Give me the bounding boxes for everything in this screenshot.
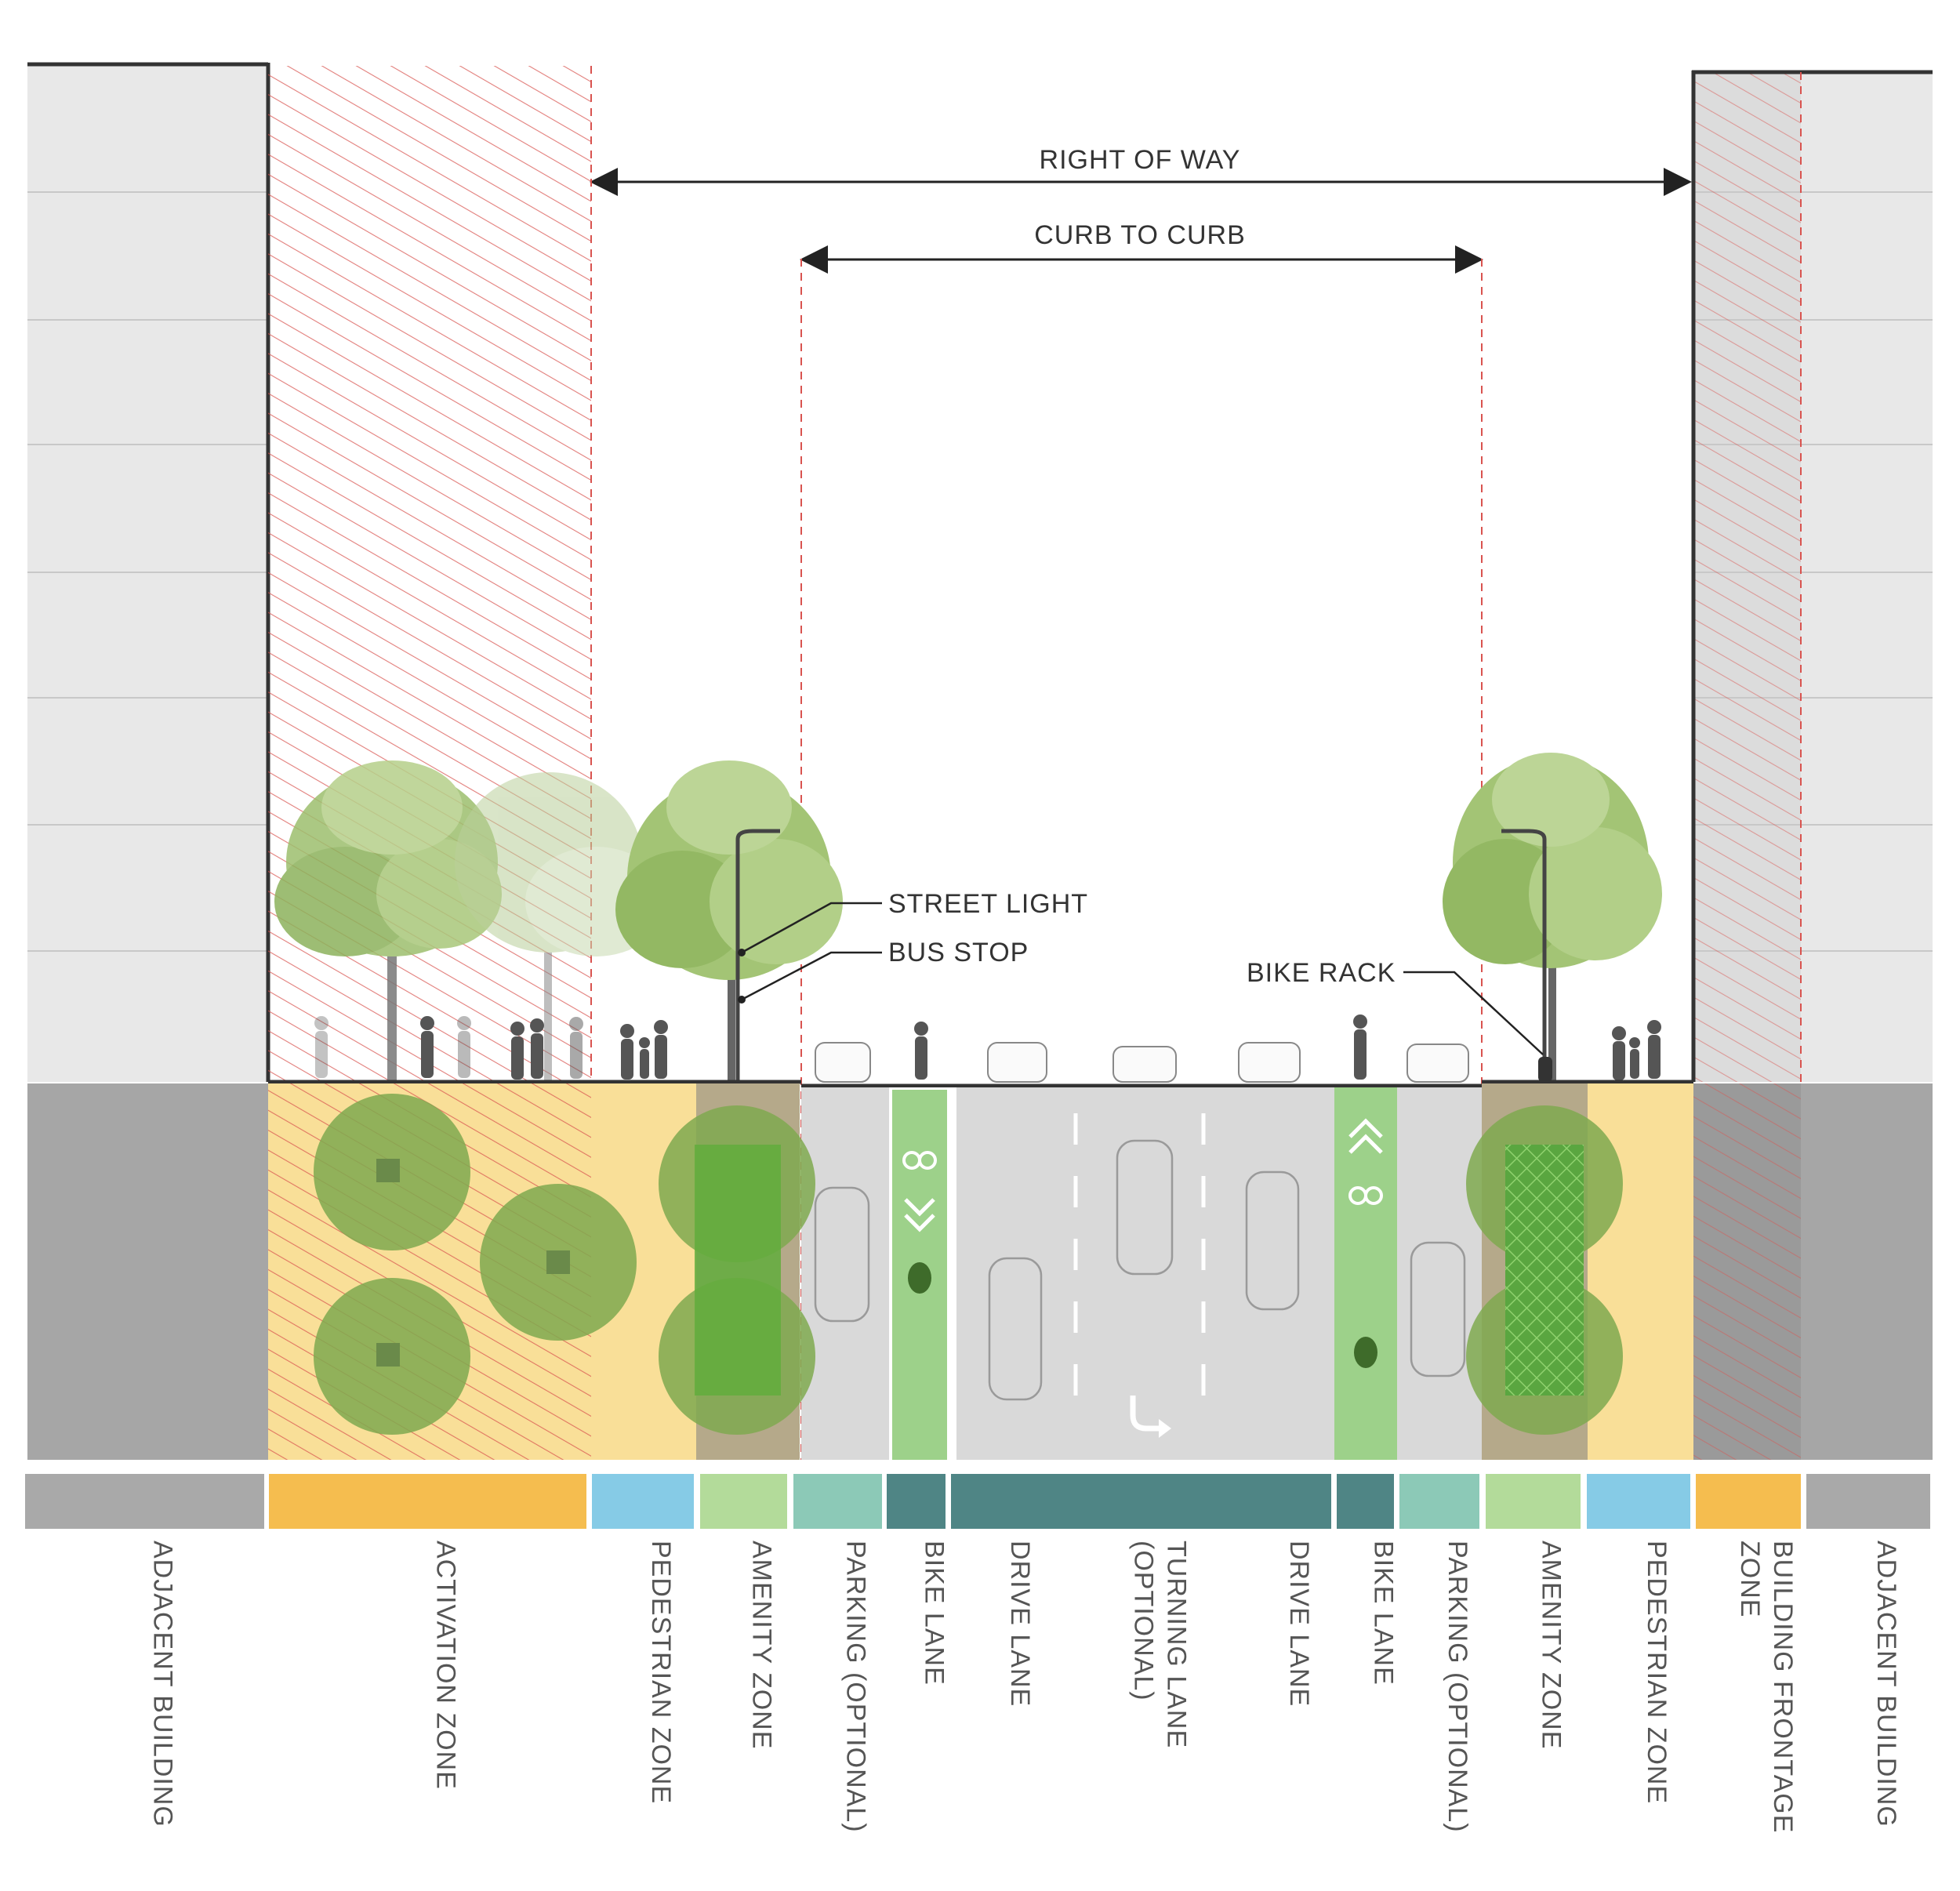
zone-bar (1053, 1474, 1231, 1529)
zone-label: TURNING LANE (1162, 1541, 1192, 1748)
ground-line (268, 1080, 1693, 1088)
zone-bar (951, 1474, 1053, 1529)
plan-right-building (1801, 1083, 1933, 1460)
zone-bar (269, 1474, 586, 1529)
zone-bar (887, 1474, 946, 1529)
zone-label: ACTIVATION ZONE (431, 1541, 461, 1790)
zone-label: PARKING (OPTIONAL) (841, 1541, 871, 1833)
pedestrian-silhouettes-left (314, 1016, 668, 1080)
curb-to-curb-dimension: CURB TO CURB (800, 216, 1483, 274)
zone-legend-labels: ADJACENT BUILDING ACTIVATION ZONE PEDESTRI… (148, 1541, 1902, 1833)
vehicles-elevation (815, 1042, 1469, 1083)
tree-elevation-right (1443, 753, 1662, 1082)
zone-bar (1399, 1474, 1479, 1529)
right-of-way-dimension: RIGHT OF WAY (590, 141, 1692, 196)
zone-bar (1486, 1474, 1581, 1529)
zone-label: BIKE LANE (1369, 1541, 1399, 1686)
zone-label: PEDESTRIAN ZONE (646, 1541, 676, 1804)
plan-bike-lane-right (1334, 1087, 1397, 1460)
zone-label: PEDESTRIAN ZONE (1642, 1541, 1671, 1804)
zone-label: DRIVE LANE (1284, 1541, 1314, 1707)
plan-parking-right (1397, 1087, 1482, 1460)
zone-label: PARKING (OPTIONAL) (1443, 1541, 1472, 1833)
zone-legend-bars (25, 1474, 1930, 1529)
zone-label: ZONE (1735, 1541, 1765, 1617)
zone-bar (592, 1474, 694, 1529)
zone-label: ADJACENT BUILDING (148, 1541, 178, 1827)
zone-label: ADJACENT BUILDING (1871, 1541, 1901, 1827)
left-adjacent-building (27, 62, 270, 1082)
street-light-callout: STREET LIGHT (888, 889, 1088, 919)
zone-label: BUILDING FRONTAGE (1768, 1541, 1798, 1833)
cyclists-elevation (914, 1014, 1367, 1080)
zone-bar (1806, 1474, 1930, 1529)
street-light-left (735, 829, 780, 1082)
bus-stop-callout: BUS STOP (888, 938, 1029, 967)
right-adjacent-building (1691, 70, 1933, 1082)
callout-leaders (741, 902, 1544, 1055)
zone-label: AMENITY ZONE (1537, 1541, 1566, 1749)
zone-bar (25, 1474, 264, 1529)
zone-bar (1696, 1474, 1801, 1529)
tree-elevation-left-3 (615, 760, 843, 1082)
bike-rack-callout: BIKE RACK (1247, 958, 1396, 988)
zone-label: DRIVE LANE (1005, 1541, 1035, 1707)
zone-bar (1231, 1474, 1331, 1529)
pedestrian-silhouettes-right (1612, 1020, 1661, 1080)
curb-to-curb-label: CURB TO CURB (1034, 220, 1246, 250)
bike-rack (1538, 1057, 1552, 1082)
right-of-way-label: RIGHT OF WAY (1040, 145, 1241, 175)
zone-bar (1337, 1474, 1394, 1529)
plan-view (27, 1083, 1933, 1460)
zone-bar (1587, 1474, 1690, 1529)
zone-label: AMENITY ZONE (747, 1541, 777, 1749)
zone-label: (OPTIONAL) (1129, 1541, 1159, 1701)
plan-left-building (27, 1083, 268, 1460)
street-light-right (1501, 829, 1547, 1058)
zone-bar (700, 1474, 787, 1529)
zone-bar (793, 1474, 882, 1529)
zone-label: BIKE LANE (920, 1541, 949, 1686)
